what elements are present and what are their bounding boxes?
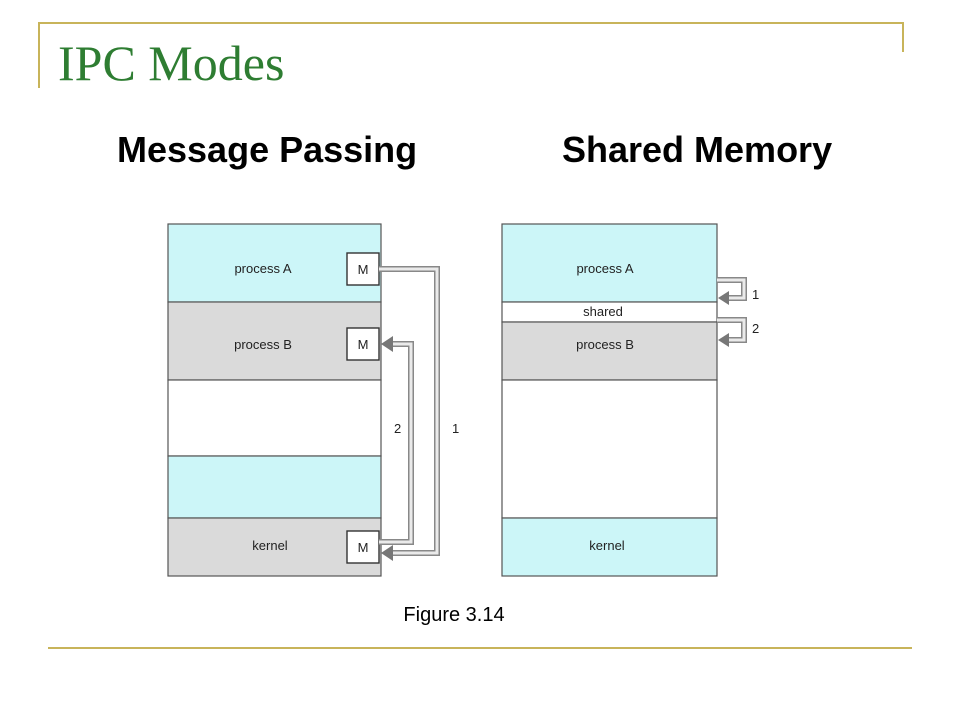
mp-process-b-label: process B	[234, 337, 292, 352]
shared-memory-heading: Shared Memory	[562, 129, 833, 170]
sm-arrow-2	[717, 317, 747, 343]
top-rule	[38, 22, 904, 24]
left-rule	[38, 22, 40, 88]
figure-caption: Figure 3.14	[403, 604, 505, 626]
sm-arrow-1	[717, 277, 747, 301]
message-passing-diagram: process A process B kernel M M M 1 2	[167, 223, 459, 577]
slide-title: IPC Modes	[58, 35, 285, 91]
mp-message-box-b	[346, 327, 380, 361]
sm-arrow-2-head	[718, 333, 729, 347]
mp-arrow-2	[379, 341, 414, 545]
bottom-rule	[48, 647, 912, 649]
sm-process-b-region	[501, 321, 718, 381]
mp-process-b-region	[167, 301, 382, 381]
sm-shared-label: shared	[583, 304, 623, 319]
sm-process-a-region	[501, 223, 718, 303]
sm-kernel-label: kernel	[589, 538, 625, 553]
sm-arrow-2-label: 2	[752, 321, 759, 336]
mp-kernel-region	[167, 517, 382, 577]
sm-process-b-label: process B	[576, 337, 634, 352]
mp-cyan-region	[167, 455, 382, 519]
sm-process-a-label: process A	[576, 261, 633, 276]
mp-free-region	[167, 379, 382, 457]
message-passing-heading: Message Passing	[117, 129, 418, 170]
mp-arrow-1-label: 1	[452, 421, 459, 436]
sm-kernel-region	[501, 517, 718, 577]
mp-arrow-2-head	[381, 336, 393, 352]
right-rule	[902, 22, 904, 52]
mp-message-box-a	[346, 252, 380, 286]
mp-message-box-kernel	[346, 530, 380, 564]
sm-arrow-1-label: 1	[752, 287, 759, 302]
mp-process-a-label: process A	[234, 261, 291, 276]
shared-memory-diagram: process A shared process B kernel 1 2	[501, 223, 759, 577]
sm-free-region	[501, 379, 718, 519]
sm-arrow-1-head	[718, 291, 729, 305]
mp-arrow-2-label: 2	[394, 421, 401, 436]
mp-kernel-label: kernel	[252, 538, 288, 553]
mp-message-label-kernel: M	[358, 540, 369, 555]
mp-message-label-a: M	[358, 262, 369, 277]
mp-arrow-1-head	[381, 545, 393, 561]
mp-message-label-b: M	[358, 337, 369, 352]
mp-process-a-region	[167, 223, 382, 303]
